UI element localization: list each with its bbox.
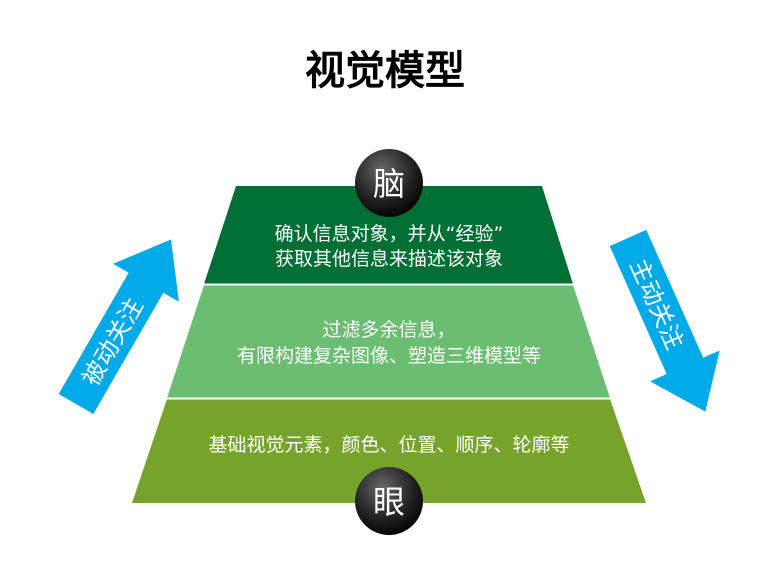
level-top-line-1: 确认信息对象，并从“经验” bbox=[275, 223, 504, 245]
level-middle-line-2: 有限构建复杂图像、塑造三维模型等 bbox=[237, 345, 541, 367]
level-middle bbox=[167, 285, 610, 398]
brain-node bbox=[355, 149, 423, 217]
level-middle-line-1: 过滤多余信息， bbox=[322, 319, 455, 341]
brain-node-label: 脑 bbox=[373, 165, 405, 203]
level-top-line-2: 获取其他信息来描述该对象 bbox=[275, 248, 503, 270]
eye-node bbox=[355, 467, 423, 535]
diagram-title: 视觉模型 bbox=[305, 48, 465, 94]
active-attention-arrow: 主动关注 bbox=[609, 229, 720, 412]
level-bottom bbox=[132, 399, 646, 503]
level-top bbox=[204, 186, 573, 284]
eye-node-label: 眼 bbox=[373, 483, 405, 521]
level-bottom-line-1: 基础视觉元素，颜色、位置、顺序、轮廓等 bbox=[208, 434, 569, 456]
